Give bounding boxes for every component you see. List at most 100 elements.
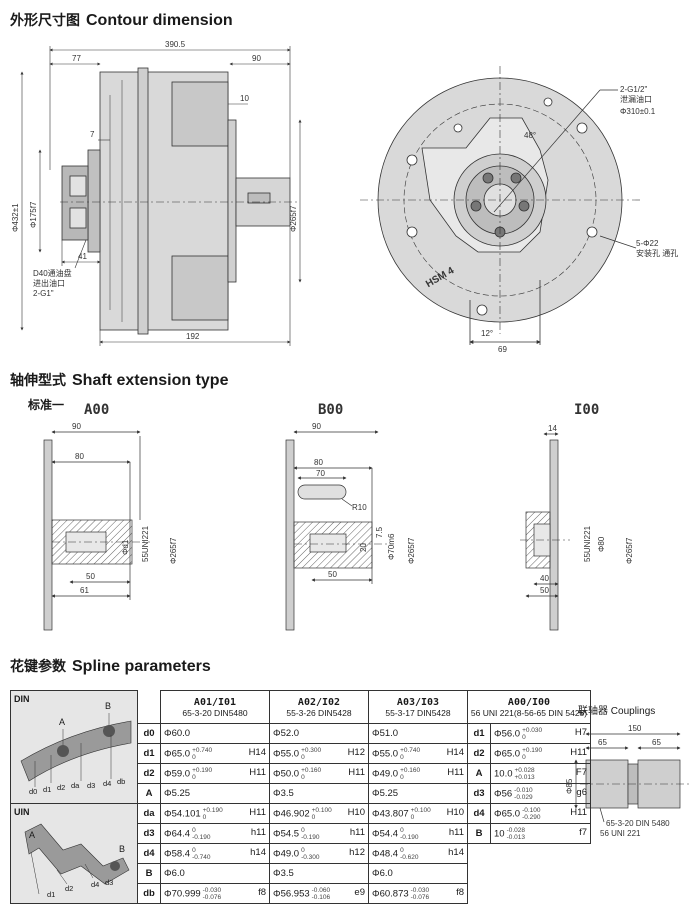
text-label: d1 bbox=[43, 785, 52, 794]
text-label: 0 bbox=[522, 753, 526, 761]
text-label: H11 bbox=[570, 806, 587, 818]
text-label: -0.076 bbox=[202, 893, 222, 901]
a00-dia265: Φ265f7 bbox=[169, 537, 178, 564]
dim-192: 192 bbox=[186, 332, 200, 341]
text-label: Φ5.25 bbox=[372, 788, 399, 799]
text-label: 56 UNI 221(8-56-65 DIN 5428) bbox=[470, 707, 588, 718]
text-label: A bbox=[59, 717, 66, 727]
text-label: -0.060 bbox=[311, 886, 331, 894]
a00-d61: 61 bbox=[80, 586, 89, 595]
table-cell: d1 bbox=[137, 743, 161, 764]
text-label: Φ59.0 bbox=[164, 768, 191, 780]
port-note-1: D40通油盘 bbox=[33, 268, 72, 278]
side-view-labels: 390.5 77 90 10 7 41 192 Φ432±1 Φ175f7 Φ2… bbox=[11, 40, 298, 341]
text-label: +0.190 bbox=[202, 806, 223, 814]
i00-dia265: Φ265f7 bbox=[625, 537, 634, 564]
text-label: -0.290 bbox=[522, 813, 541, 821]
text-label: Φ49.0 bbox=[372, 768, 399, 780]
text-label: 55-3-17 DIN5428 bbox=[385, 707, 451, 718]
text-label: DIN bbox=[14, 694, 30, 704]
text-label: 0 bbox=[192, 773, 196, 781]
text-label: h11 bbox=[349, 826, 365, 838]
text-label: Φ56.953 bbox=[273, 888, 310, 900]
motor-front-view bbox=[360, 66, 640, 345]
i00-d14: 14 bbox=[548, 424, 557, 433]
text-label: Φ46.902 bbox=[273, 808, 310, 820]
text-label: Φ56 bbox=[494, 788, 513, 800]
table-cell: Φ3.5 bbox=[269, 783, 369, 804]
b00-d20: 20 bbox=[359, 543, 368, 552]
text-label: H12 bbox=[347, 746, 365, 758]
text-label: 0 bbox=[400, 753, 404, 761]
dim-dia175: Φ175f7 bbox=[29, 201, 38, 228]
text-label: Φ55.0 bbox=[273, 748, 300, 760]
text-label: 0 bbox=[192, 753, 196, 761]
text-label: Φ60.873 bbox=[372, 888, 409, 900]
pcd-label: Φ310±0.1 bbox=[620, 107, 656, 116]
motor-side-view bbox=[60, 67, 300, 335]
text-label: -0.010-0.029 bbox=[514, 787, 532, 801]
text-label: h11 bbox=[448, 826, 464, 838]
text-label: +0.740 bbox=[400, 746, 421, 754]
text-label: d0 bbox=[29, 787, 38, 796]
dim-dia432: Φ432±1 bbox=[11, 203, 20, 232]
text-label: -0.190 bbox=[400, 833, 419, 841]
dim-77: 77 bbox=[72, 54, 81, 63]
text-label: 10 bbox=[494, 828, 505, 840]
text-label: -0.106 bbox=[311, 893, 331, 901]
couplings-title: 联轴器 Couplings bbox=[578, 706, 656, 717]
b00-d50: 50 bbox=[328, 570, 337, 579]
text-label: Φ54.101 bbox=[164, 808, 201, 820]
i00-d50: 50 bbox=[540, 586, 549, 595]
text-label: H7 bbox=[574, 726, 587, 738]
text-label: 65-3-20 DIN5480 bbox=[182, 707, 248, 718]
text-label: +0.160 bbox=[400, 766, 421, 774]
text-label: f7 bbox=[579, 826, 587, 838]
text-label: A00/I00 bbox=[507, 696, 551, 708]
table-cell bbox=[467, 863, 591, 884]
text-label: -0.100-0.290 bbox=[522, 807, 540, 821]
text-label: H11 bbox=[570, 746, 587, 758]
text-label: Φ48.4 bbox=[372, 848, 399, 860]
text-label: Φ3.5 bbox=[273, 868, 294, 879]
table-cell bbox=[467, 843, 591, 864]
text-label: Φ65.0 bbox=[494, 808, 521, 820]
text-label: h11 bbox=[250, 826, 266, 838]
a00-dia-d1: Φd1 bbox=[121, 539, 130, 555]
text-label: d4 bbox=[103, 779, 112, 788]
b00-d90: 90 bbox=[312, 422, 321, 431]
text-label: -0.300 bbox=[301, 853, 320, 861]
text-label: 0 bbox=[301, 826, 305, 834]
table-cell: A bbox=[467, 763, 491, 784]
text-label: Φ70.999 bbox=[164, 888, 201, 900]
coupling-drawing bbox=[574, 732, 690, 823]
uin-figure: UIN A B d2 d4 d3 d1 bbox=[10, 803, 138, 904]
text-label: +0.028+0.013 bbox=[515, 767, 535, 781]
table-cell: Φ65.0-0.100-0.290 H11 bbox=[490, 803, 591, 824]
coupling-note2: 56 UNI 221 bbox=[600, 829, 641, 838]
text-label: UIN bbox=[14, 807, 30, 817]
table-cell: Φ5.25 bbox=[368, 783, 468, 804]
table-row: B Φ6.0 Φ3.5 Φ6.0 bbox=[11, 863, 591, 884]
table-cell: Φ52.0 bbox=[269, 723, 369, 744]
table-cell: d4 bbox=[137, 843, 161, 864]
text-label: 0 bbox=[311, 813, 316, 821]
text-label: 0 bbox=[202, 813, 207, 821]
text-label: -0.010 bbox=[514, 786, 533, 794]
standard-label: 标准一 bbox=[28, 398, 65, 412]
